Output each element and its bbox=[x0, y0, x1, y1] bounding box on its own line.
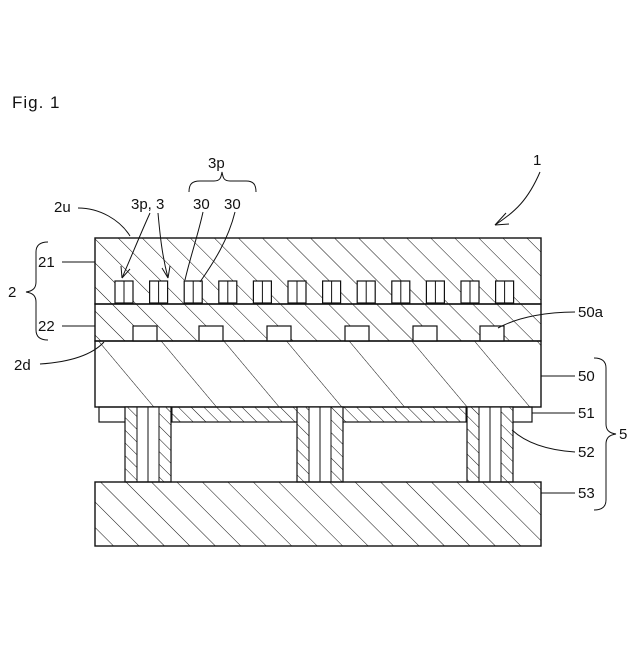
label-3p-group: 3p bbox=[208, 155, 225, 172]
label-2u: 2u bbox=[54, 199, 71, 216]
bump bbox=[288, 281, 306, 303]
substrate-50 bbox=[95, 341, 541, 407]
pad bbox=[267, 326, 291, 341]
bump bbox=[115, 281, 133, 303]
pillar bbox=[125, 407, 171, 482]
label-53: 53 bbox=[578, 485, 595, 502]
label-50: 50 bbox=[578, 368, 595, 385]
label-3p-3: 3p, 3 bbox=[131, 196, 164, 213]
label-2: 2 bbox=[8, 284, 16, 301]
bump bbox=[219, 281, 237, 303]
label-30-b: 30 bbox=[224, 196, 241, 213]
label-21: 21 bbox=[38, 254, 55, 271]
bump bbox=[357, 281, 375, 303]
pillar bbox=[297, 407, 343, 482]
figure-title: Fig. 1 bbox=[12, 93, 61, 112]
pillar bbox=[467, 407, 513, 482]
pad bbox=[199, 326, 223, 341]
label-2d: 2d bbox=[14, 357, 31, 374]
label-22: 22 bbox=[38, 318, 55, 335]
bump bbox=[392, 281, 410, 303]
bump bbox=[150, 281, 168, 303]
label-1: 1 bbox=[533, 152, 541, 169]
bump bbox=[184, 281, 202, 303]
pad bbox=[133, 326, 157, 341]
label-30-a: 30 bbox=[193, 196, 210, 213]
layer-51-hatched-right bbox=[341, 407, 466, 422]
base-53 bbox=[95, 482, 541, 546]
label-5: 5 bbox=[619, 426, 627, 443]
bump bbox=[426, 281, 444, 303]
pad bbox=[480, 326, 504, 341]
bump bbox=[461, 281, 479, 303]
layer-22 bbox=[95, 304, 541, 341]
layer-51-hatched-left bbox=[172, 407, 297, 422]
pad bbox=[413, 326, 437, 341]
bump bbox=[253, 281, 271, 303]
label-51: 51 bbox=[578, 405, 595, 422]
bump bbox=[496, 281, 514, 303]
label-50a: 50a bbox=[578, 304, 604, 321]
bump bbox=[323, 281, 341, 303]
label-52: 52 bbox=[578, 444, 595, 461]
pad bbox=[345, 326, 369, 341]
